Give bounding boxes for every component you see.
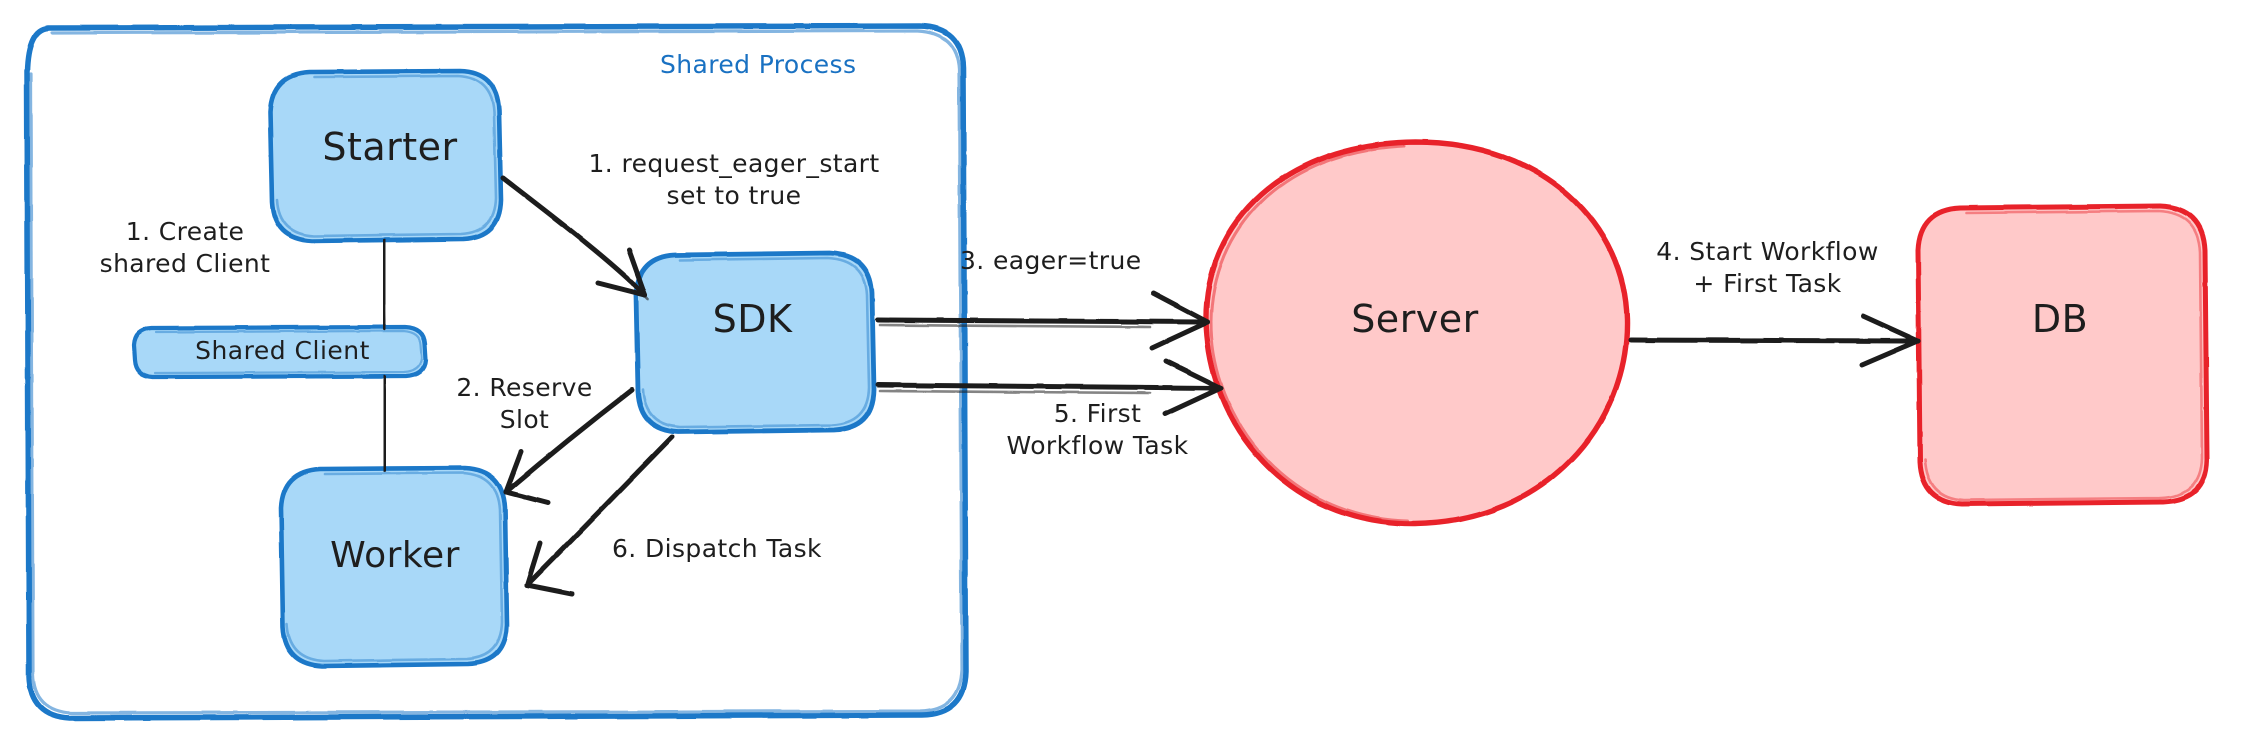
edge-label-create-shared-client: 1. Create shared Client xyxy=(99,217,271,278)
shared-process-frame xyxy=(24,23,969,721)
edge-starter-sdk xyxy=(500,175,650,301)
edge-starter-shared-client xyxy=(381,238,388,331)
edge-sdk-server-eager xyxy=(875,290,1211,351)
edge-sdk-worker-dispatch-task xyxy=(524,434,675,597)
edge-shared-client-worker xyxy=(381,374,388,473)
edge-server-db xyxy=(1628,313,1921,368)
edge-sdk-server-first-task xyxy=(875,358,1224,417)
edge-label-dispatch-task: 6. Dispatch Task xyxy=(612,534,822,563)
edge-label-start-workflow: 4. Start Workflow + First Task xyxy=(1656,237,1879,298)
node-server-shape xyxy=(1203,139,1630,527)
edge-sdk-worker-reserve-slot xyxy=(503,387,635,506)
edge-label-first-workflow-task: 5. First Workflow Task xyxy=(1006,399,1189,460)
node-shared-client-shape xyxy=(131,324,429,380)
frame-title-shared-process: Shared Process xyxy=(660,50,857,79)
node-db-shape xyxy=(1915,203,2210,507)
edge-label-eager-true: 3. eager=true xyxy=(960,246,1142,275)
edge-label-request-eager-start: 1. request_eager_start set to true xyxy=(588,149,880,210)
node-worker-shape xyxy=(278,465,510,669)
node-starter-shape xyxy=(267,68,504,244)
node-sdk-shape xyxy=(633,250,877,435)
edge-label-reserve-slot: 2. Reserve Slot xyxy=(456,373,593,434)
